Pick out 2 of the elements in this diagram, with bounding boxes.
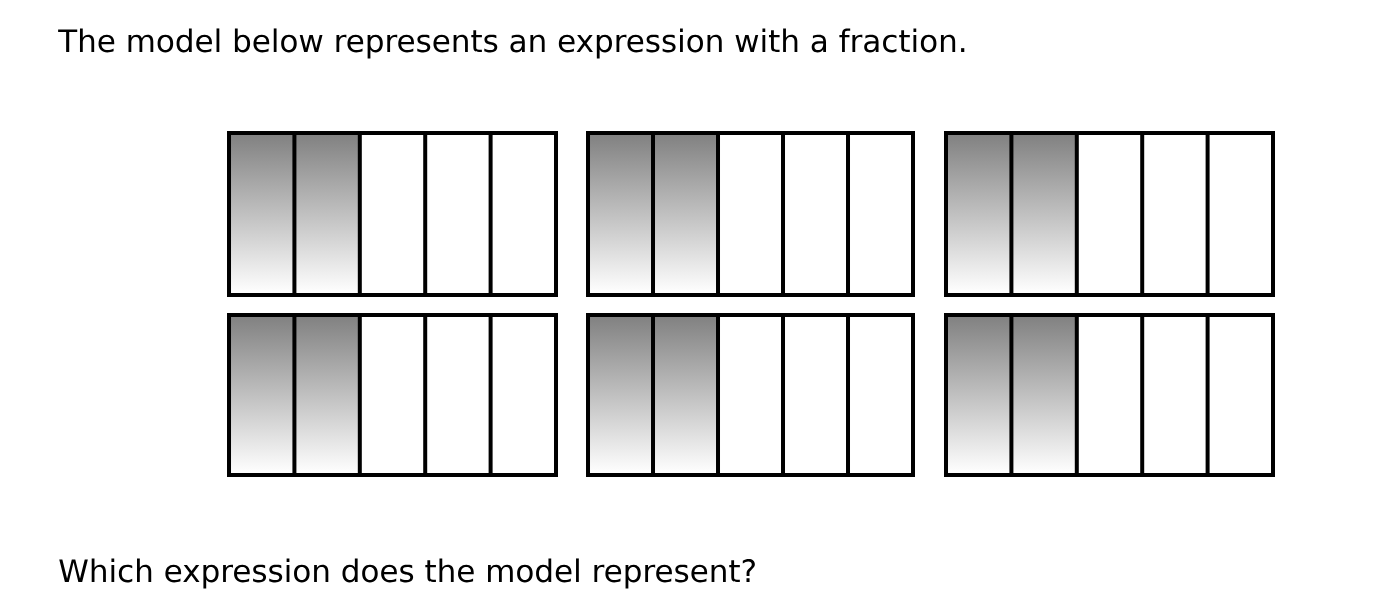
question-text: Which expression does the model represent?	[59, 558, 755, 589]
heading-text: The model below represents an expression with a fraction.	[58, 28, 965, 59]
